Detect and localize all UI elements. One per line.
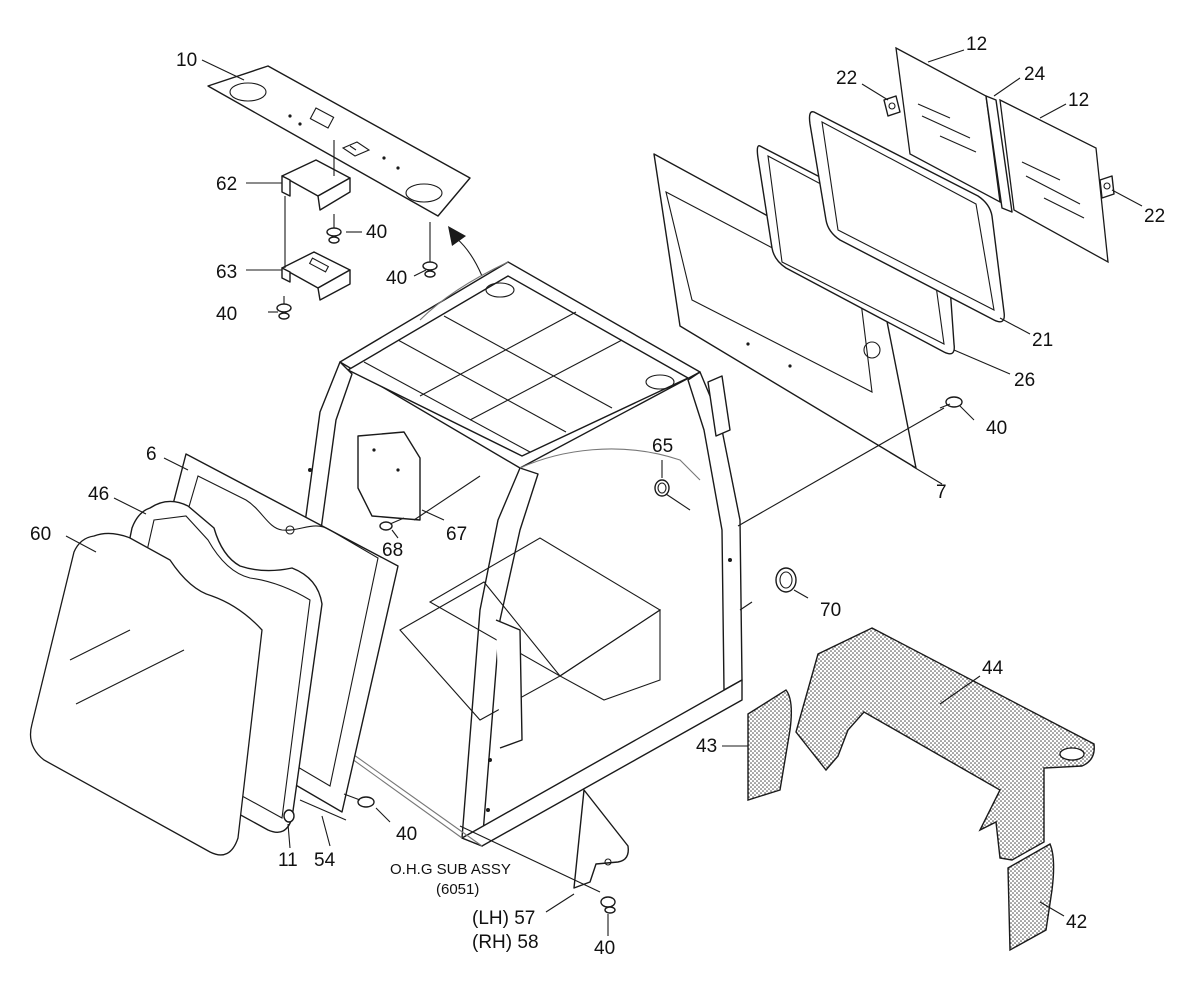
callout-24: 24 [1024, 64, 1046, 85]
callout-40-bracket-upper: 40 [366, 222, 387, 243]
callout-44: 44 [982, 658, 1004, 679]
callout-43: 43 [696, 736, 717, 757]
grommet-70 [775, 567, 797, 593]
callout-40-bracket-lower: 40 [216, 304, 237, 325]
side-cover-43 [747, 689, 793, 801]
callout-12-upper: 12 [966, 34, 987, 55]
side-glass-60 [29, 532, 263, 856]
callout-11: 11 [278, 850, 298, 871]
callout-60: 60 [30, 524, 51, 545]
callout-22-right: 22 [1144, 206, 1165, 227]
bracket-63 [281, 196, 351, 301]
callout-10: 10 [176, 50, 197, 71]
seal-strip-54 [299, 799, 347, 821]
bracket-62 [281, 140, 351, 211]
callout-46: 46 [88, 484, 109, 505]
latch-22-left [883, 95, 901, 117]
callout-12-lower: 12 [1068, 90, 1089, 111]
callout-40-roof: 40 [386, 268, 407, 289]
assembly-note-line2: (6051) [436, 881, 479, 898]
bolt-40-bracket-upper [326, 214, 342, 244]
grommet-65 [654, 479, 670, 497]
bolt-40-side [343, 793, 375, 808]
callout-63: 63 [216, 262, 237, 283]
callout-62: 62 [216, 174, 237, 195]
roof-panel-10 [207, 65, 471, 217]
callout-7: 7 [936, 482, 947, 503]
latch-22-right [1099, 175, 1115, 199]
callout-70: 70 [820, 600, 841, 621]
side-cover-42 [1007, 843, 1055, 952]
callout-labels: 10 62 63 40 40 40 12 24 12 22 22 21 26 4… [30, 34, 1165, 959]
spacer-11 [283, 809, 295, 823]
glass-seal-24 [985, 95, 1013, 213]
callout-40-side: 40 [396, 824, 417, 845]
window-frame-21 [808, 111, 1005, 323]
callout-40-bottom: 40 [594, 938, 615, 959]
floor-mat-44 [795, 627, 1095, 861]
callout-57-lh: (LH) 57 [472, 908, 535, 929]
assembly-note-line1: O.H.G SUB ASSY [390, 861, 511, 878]
callout-42: 42 [1066, 912, 1087, 933]
bolt-40-bracket-lower [276, 296, 292, 320]
side-plate-57-58 [573, 789, 629, 889]
callout-58-rh: (RH) 58 [472, 932, 539, 953]
callout-6: 6 [146, 444, 157, 465]
callout-40-rear: 40 [986, 418, 1007, 439]
screw-68 [379, 517, 405, 531]
bolt-40-rear [939, 396, 963, 409]
callout-67: 67 [446, 524, 467, 545]
bolt-40-bottom [600, 896, 616, 914]
rear-glass-12-upper [895, 46, 1001, 204]
callout-22-left: 22 [836, 68, 857, 89]
leader-lines [65, 49, 1143, 936]
callout-54: 54 [314, 850, 336, 871]
rear-glass-12-lower [999, 98, 1109, 264]
callout-68: 68 [382, 540, 403, 561]
assembly-direction-arrow [448, 226, 483, 277]
callout-21: 21 [1032, 330, 1053, 351]
callout-65: 65 [652, 436, 673, 457]
bolt-40-roof [422, 222, 438, 278]
callout-26: 26 [1014, 370, 1035, 391]
